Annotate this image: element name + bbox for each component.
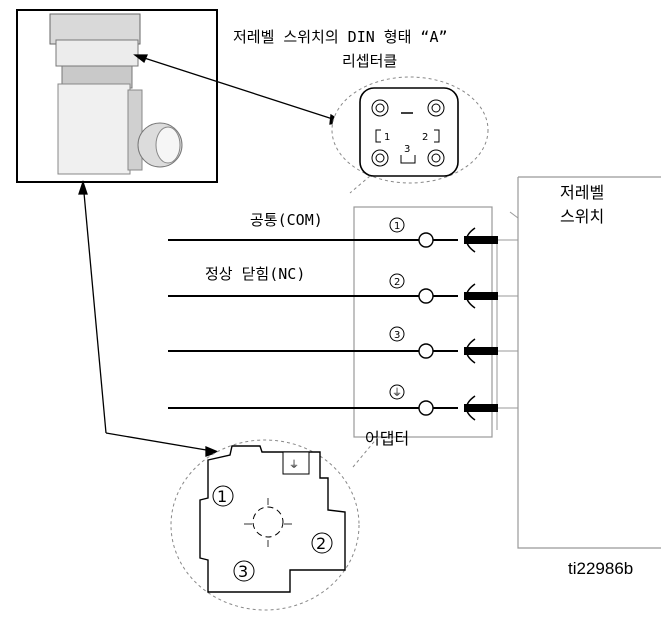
- figure-id: ti22986b: [568, 559, 633, 578]
- switch-label-line1: 저레벨: [560, 183, 604, 202]
- switch-box: [496, 176, 661, 549]
- wire-2: 2: [168, 273, 518, 309]
- photo-arrows: [78, 54, 344, 457]
- adapter-pin-2-label: 2: [316, 534, 326, 553]
- wire-2-pin-label: 2: [394, 277, 400, 288]
- switch-label-line2: 스위치: [560, 207, 604, 226]
- ground-pin-label: ⏚: [392, 387, 402, 399]
- adapter-pin-3-label: 3: [238, 562, 248, 581]
- receptacle-pin-3-label: 3: [404, 144, 410, 155]
- wire-3: 3: [168, 326, 518, 364]
- wire-1-pin-label: 1: [394, 221, 400, 232]
- com-label: 공통(COM): [250, 211, 323, 229]
- wire-ground: ⏚: [168, 384, 518, 421]
- title-line1: 저레벨 스위치의 DIN 형태 “A”: [233, 28, 448, 46]
- receptacle-pin-1-label: 1: [384, 132, 390, 143]
- receptacle-pin-2-label: 2: [422, 132, 428, 143]
- wire-3-pin-label: 3: [394, 330, 400, 341]
- adapter-connector-circle: ⏚ 1 2 3: [170, 436, 379, 611]
- wire-1: 1: [168, 217, 518, 253]
- title-line2: 리셉터클: [342, 52, 397, 70]
- adapter-label: 어댑터: [365, 429, 409, 448]
- receptacle-circle: 1 2 3: [331, 76, 489, 194]
- adapter-ground-label: ⏚: [289, 459, 299, 471]
- adapter-pin-1-label: 1: [217, 487, 227, 506]
- nc-label: 정상 닫힘(NC): [205, 265, 305, 283]
- switch-photo: [16, 9, 218, 183]
